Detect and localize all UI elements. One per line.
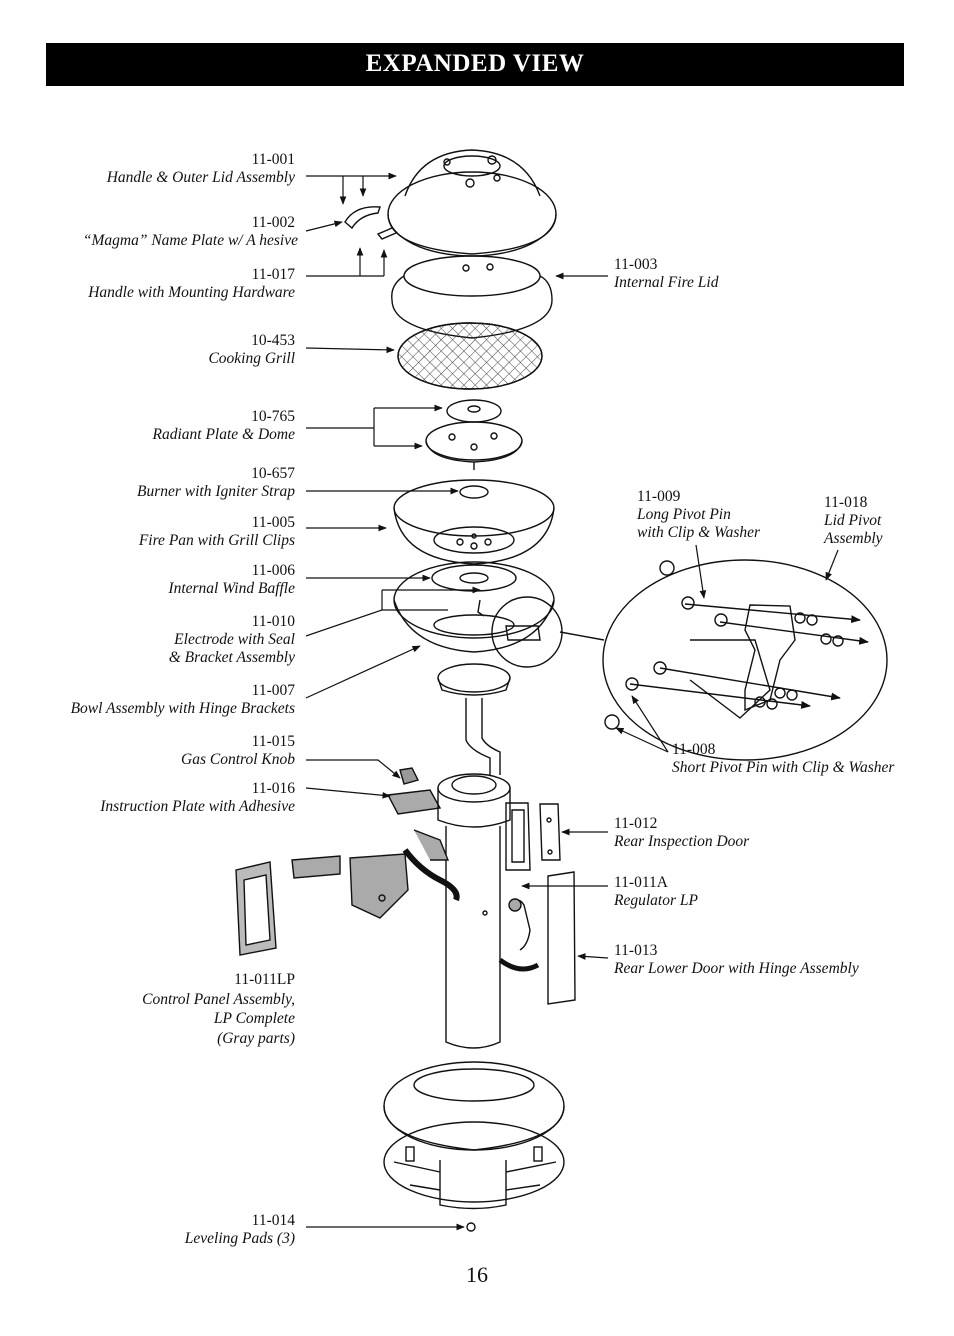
part-name: & Bracket Assembly (168, 649, 295, 666)
part-code: 11-006 (251, 562, 295, 579)
internal-fire-lid-part (391, 255, 553, 339)
bowl-fitting-part (437, 663, 511, 775)
part-code: 10-657 (251, 465, 295, 482)
part-name: Cooking Grill (208, 350, 295, 367)
part-name: Gas Control Knob (181, 751, 295, 768)
label-11-013: 11-013 Rear Lower Door with Hinge Assemb… (614, 942, 859, 978)
part-code: 11-010 (251, 613, 295, 630)
label-11-018: 11-018 Lid Pivot Assembly (824, 494, 883, 548)
part-code: 11-018 (824, 494, 868, 511)
label-11-001: 11-001 Handle & Outer Lid Assembly (107, 151, 295, 187)
part-code: 11-003 (614, 256, 658, 273)
grill-parts (235, 149, 888, 1232)
part-code: 11-008 (672, 741, 716, 758)
part-name: Control Panel Assembly, (142, 990, 295, 1008)
part-name: Handle & Outer Lid Assembly (106, 169, 295, 186)
label-11-002: 11-002 “Magma” Name Plate w/ A hesive (83, 214, 298, 250)
label-11-003: 11-003 Internal Fire Lid (614, 256, 718, 292)
part-name: Short Pivot Pin with Clip & Washer (672, 759, 895, 776)
part-name: Long Pivot Pin (637, 506, 731, 523)
label-11-006: 11-006 Internal Wind Baffle (168, 562, 295, 598)
part-code: 11-016 (251, 780, 295, 797)
part-name: Handle with Mounting Hardware (88, 284, 295, 301)
part-name: Instruction Plate with Adhesive (100, 798, 295, 815)
part-name: Lid Pivot (824, 512, 882, 529)
label-11-007: 11-007 Bowl Assembly with Hinge Brackets (71, 682, 295, 718)
cooking-grill-part (397, 322, 543, 390)
part-name: LP Complete (213, 1010, 295, 1027)
part-name: “Magma” Name Plate w/ A hesive (82, 232, 298, 249)
label-11-009: 11-009 Long Pivot Pin with Clip & Washer (637, 488, 760, 542)
pivot-zoom-part (559, 559, 888, 761)
part-name: Fire Pan with Grill Clips (138, 532, 295, 549)
wind-baffle-part (431, 564, 517, 592)
label-10-765: 10-765 Radiant Plate & Dome (153, 408, 296, 444)
part-code: 11-005 (251, 514, 295, 531)
part-code: 11-009 (637, 488, 681, 505)
header-bar: EXPANDED VIEW (46, 43, 904, 86)
label-10-657: 10-657 Burner with Igniter Strap (137, 465, 295, 501)
name-plate-part (344, 206, 381, 230)
label-11-014: 11-014 Leveling Pads (3) (185, 1212, 295, 1248)
page-number: 16 (466, 1262, 488, 1287)
part-code: 11-013 (614, 942, 658, 959)
part-code: 11-002 (251, 214, 295, 231)
part-name: Leveling Pads (3) (184, 1230, 295, 1247)
part-code: 11-007 (251, 682, 295, 699)
label-11-008: 11-008 Short Pivot Pin with Clip & Washe… (672, 741, 894, 777)
part-name: Internal Fire Lid (614, 274, 719, 291)
column-part (402, 773, 511, 1049)
label-11-011a: 11-011A Regulator LP (614, 874, 698, 910)
label-11-017: 11-017 Handle with Mounting Hardware (88, 266, 295, 302)
part-name: Electrode with Seal (174, 631, 295, 648)
part-code: 10-765 (251, 408, 295, 425)
part-name: Assembly (824, 530, 883, 547)
label-11-005: 11-005 Fire Pan with Grill Clips (139, 514, 295, 550)
part-code: 11-001 (251, 151, 295, 168)
part-name: with Clip & Washer (637, 524, 761, 541)
label-11-016: 11-016 Instruction Plate with Adhesive (100, 780, 295, 816)
part-code: 10-453 (251, 332, 295, 349)
label-11-012: 11-012 Rear Inspection Door (614, 815, 749, 851)
part-code: 11-015 (251, 733, 295, 750)
part-name: Regulator LP (614, 892, 698, 909)
label-11-010: 11-010 Electrode with Seal & Bracket Ass… (169, 613, 295, 667)
bowl-part (393, 561, 563, 668)
part-name: (Gray parts) (217, 1029, 295, 1047)
radiant-plate-part (425, 399, 523, 470)
label-11-011lp: 11-011LP Control Panel Assembly, LP Comp… (142, 970, 295, 1048)
part-name: Rear Lower Door with Hinge Assembly (614, 960, 859, 977)
part-code: 11-012 (614, 815, 658, 832)
part-code: 11-011A (614, 874, 668, 891)
control-panel-part (235, 853, 409, 956)
fire-pan-part (393, 479, 555, 565)
part-code: 11-014 (251, 1212, 295, 1229)
leader-lines (305, 172, 839, 1231)
label-10-453: 10-453 Cooking Grill (208, 332, 295, 368)
label-11-015: 11-015 Gas Control Knob (181, 733, 295, 769)
part-name: Burner with Igniter Strap (136, 483, 295, 500)
part-code: 11-017 (251, 266, 295, 283)
rear-doors-part (498, 802, 576, 1005)
part-name: Internal Wind Baffle (168, 580, 295, 597)
control-knob-part (386, 767, 442, 815)
page-title: EXPANDED VIEW (365, 50, 585, 77)
part-name: Bowl Assembly with Hinge Brackets (70, 700, 295, 717)
outer-lid-part (376, 149, 557, 257)
part-name: Rear Inspection Door (614, 833, 750, 850)
part-code: 11-011LP (234, 971, 295, 988)
base-part (383, 1061, 565, 1232)
part-name: Radiant Plate & Dome (152, 426, 296, 443)
